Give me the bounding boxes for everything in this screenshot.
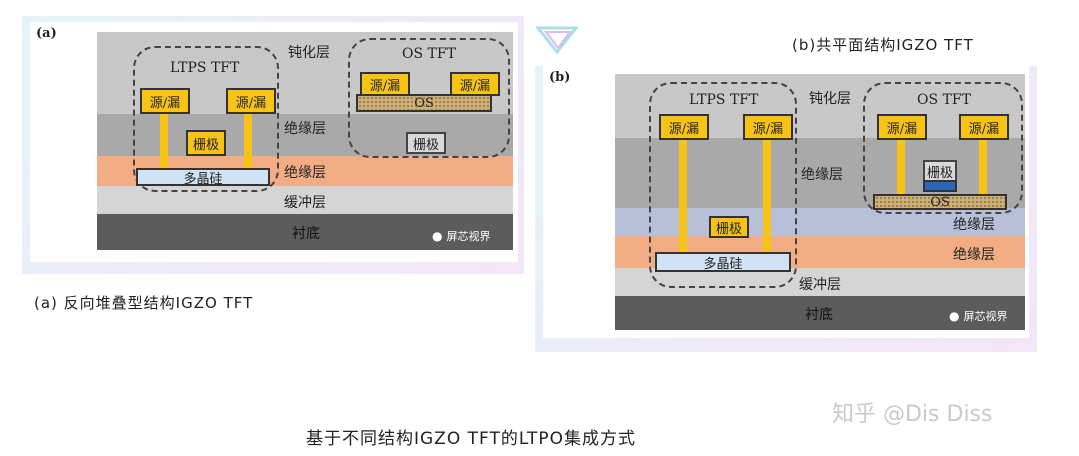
insulator-label-3: 绝缘层	[953, 247, 995, 263]
os-source-drain-right: 源/漏	[959, 114, 1009, 140]
insulator-label-2: 绝缘层	[953, 217, 995, 233]
buffer-label: 缓冲层	[284, 195, 326, 211]
os-gate: 栅极	[923, 160, 957, 182]
panel-a-caption: (a) 反向堆叠型结构IGZO TFT	[34, 294, 254, 312]
os-tft-outline	[348, 38, 510, 158]
buffer-layer	[615, 268, 1025, 296]
os-tft-outline	[863, 82, 1023, 214]
os-pillar-left	[897, 136, 905, 198]
ltps-pillar-left	[160, 104, 168, 172]
ltps-pillar-right	[244, 104, 252, 172]
os-tft-title: OS TFT	[917, 92, 971, 108]
ltps-source-drain-right: 源/漏	[743, 114, 793, 140]
panel-a-tag: (a)	[36, 26, 57, 41]
os-pillar-right	[979, 136, 987, 198]
wechat-icon: ●	[432, 229, 443, 243]
os-source-drain-left: 源/漏	[360, 72, 410, 96]
substrate-label: 衬底	[805, 307, 833, 323]
panel-a-watermark: ● 屏芯视界	[432, 228, 490, 244]
passivation-label: 钝化层	[288, 45, 330, 61]
ltps-source-drain-right: 源/漏	[226, 88, 276, 114]
ltps-gate: 栅极	[709, 216, 749, 238]
insulator-label-1: 绝缘层	[284, 121, 326, 137]
os-tft-title: OS TFT	[402, 46, 456, 62]
os-channel: OS	[356, 94, 492, 112]
buffer-label: 缓冲层	[799, 277, 841, 293]
os-channel: OS	[873, 194, 1007, 210]
ltps-pillar-left	[679, 136, 687, 254]
ltps-source-drain-left: 源/漏	[659, 114, 709, 140]
watermark-text: 屏芯视界	[963, 310, 1008, 323]
zhihu-watermark: 知乎 @Dis Diss	[832, 402, 993, 427]
ltps-poly-si: 多晶硅	[655, 252, 791, 272]
ltps-poly-si: 多晶硅	[136, 168, 270, 187]
os-source-drain-left: 源/漏	[877, 114, 927, 140]
passivation-label: 钝化层	[809, 91, 851, 107]
substrate-layer	[615, 296, 1025, 330]
panel-b-tag: (b)	[549, 70, 571, 85]
ltps-tft-outline	[133, 46, 279, 192]
panel-a: (a) 钝化层 绝缘层 绝缘层 缓冲层 衬底 LTPS TFT 源/漏 源/漏 …	[30, 22, 518, 262]
substrate-layer	[97, 214, 513, 250]
panel-b: (b) 钝化层 绝缘层 绝缘层 绝缘层 缓冲层 衬底 LTPS TFT 源/漏 …	[543, 66, 1029, 338]
os-gate: 栅极	[406, 132, 446, 154]
insulator-label-2: 绝缘层	[284, 165, 326, 181]
ltps-gate: 栅极	[186, 130, 226, 156]
logo-triangle-icon	[536, 26, 578, 55]
insulator-label-1: 绝缘层	[801, 167, 843, 183]
ltps-tft-title: LTPS TFT	[170, 60, 240, 76]
os-gate-insulator	[923, 180, 957, 192]
substrate-label: 衬底	[292, 226, 320, 242]
ltps-tft-title: LTPS TFT	[689, 92, 759, 108]
wechat-icon: ●	[949, 309, 960, 323]
ltps-tft-outline	[649, 82, 797, 288]
figure-title: 基于不同结构IGZO TFT的LTPO集成方式	[306, 429, 637, 449]
os-source-drain-right: 源/漏	[450, 72, 500, 96]
panel-b-watermark: ● 屏芯视界	[949, 308, 1007, 324]
ltps-source-drain-left: 源/漏	[140, 88, 190, 114]
panel-b-caption: (b)共平面结构IGZO TFT	[792, 36, 974, 54]
ltps-pillar-right	[763, 136, 771, 254]
watermark-text: 屏芯视界	[446, 230, 491, 243]
